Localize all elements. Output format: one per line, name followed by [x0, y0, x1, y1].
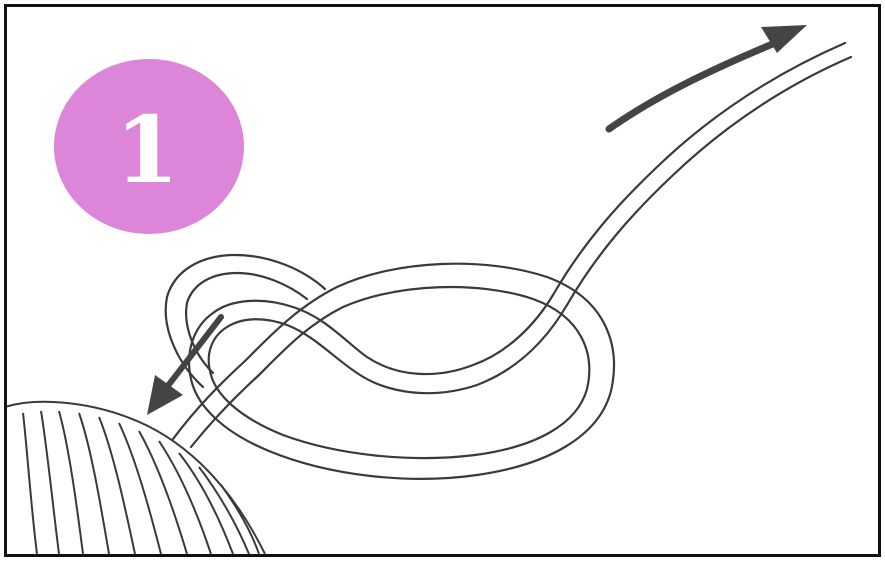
yarn-ball-icon [7, 402, 265, 554]
step-number: 1 [115, 104, 179, 196]
illustration-frame: 1 [4, 4, 881, 557]
yarn-strand [166, 43, 851, 479]
step-number-badge: 1 [54, 59, 244, 234]
